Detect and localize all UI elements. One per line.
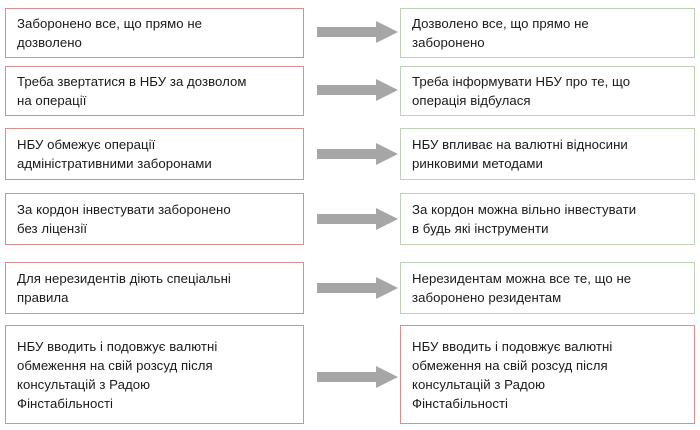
left-statement-text: Для нерезидентів діють спеціальні правил… <box>17 271 231 305</box>
left-statement-text: Заборонено все, що прямо не дозволено <box>17 16 203 50</box>
right-statement-box: За кордон можна вільно інвестувати в буд… <box>400 193 695 245</box>
left-statement-box: За кордон інвестувати заборонено без ліц… <box>5 193 304 245</box>
left-statement-text: НБУ обмежує операції адміністративними з… <box>17 137 212 171</box>
right-arrow-icon <box>317 21 398 43</box>
right-statement-text: За кордон можна вільно інвестувати в буд… <box>412 202 637 236</box>
right-arrow-icon <box>317 277 398 299</box>
left-statement-box: НБУ вводить і подовжує валютні обмеження… <box>5 325 304 424</box>
left-statement-box: Заборонено все, що прямо не дозволено <box>5 8 304 58</box>
right-statement-box: НБУ вводить і подовжує валютні обмеження… <box>400 325 695 424</box>
right-statement-text: Нерезидентам можна все те, що не заборон… <box>412 271 632 305</box>
right-statement-box: Треба інформувати НБУ про те, що операці… <box>400 66 695 116</box>
right-statement-box: Нерезидентам можна все те, що не заборон… <box>400 262 695 314</box>
left-statement-box: Треба звертатися в НБУ за дозволом на оп… <box>5 66 304 116</box>
right-statement-box: Дозволено все, що прямо не заборонено <box>400 8 695 58</box>
left-statement-text: НБУ вводить і подовжує валютні обмеження… <box>17 338 218 411</box>
right-arrow-icon <box>317 208 398 230</box>
right-arrow-icon <box>317 366 398 388</box>
right-statement-text: НБУ вводить і подовжує валютні обмеження… <box>412 338 613 411</box>
left-statement-box: НБУ обмежує операції адміністративними з… <box>5 128 304 180</box>
left-statement-text: Треба звертатися в НБУ за дозволом на оп… <box>17 74 247 108</box>
left-statement-box: Для нерезидентів діють спеціальні правил… <box>5 262 304 314</box>
right-statement-text: НБУ впливає на валютні відносини ринкови… <box>412 137 628 171</box>
right-arrow-icon <box>317 143 398 165</box>
right-statement-text: Дозволено все, що прямо не заборонено <box>412 16 589 50</box>
right-arrow-icon <box>317 79 398 101</box>
left-statement-text: За кордон інвестувати заборонено без ліц… <box>17 202 231 236</box>
right-statement-box: НБУ впливає на валютні відносини ринкови… <box>400 128 695 180</box>
right-statement-text: Треба інформувати НБУ про те, що операці… <box>412 74 631 108</box>
